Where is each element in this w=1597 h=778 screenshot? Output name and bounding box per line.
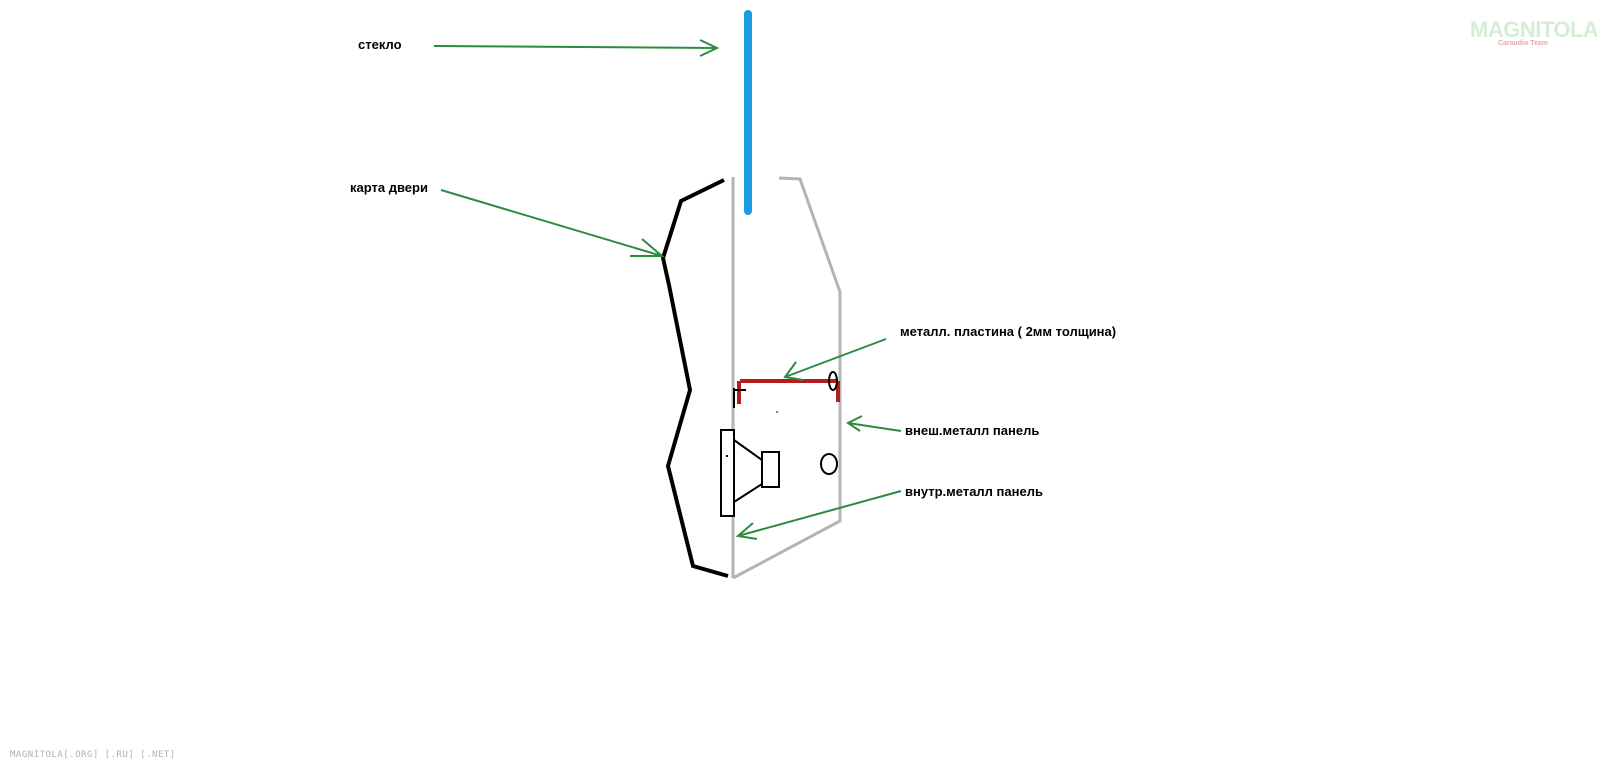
plate-fastener-oval bbox=[828, 371, 838, 391]
label-door-card: карта двери bbox=[350, 180, 428, 195]
arrow-metal-plate bbox=[783, 338, 887, 381]
label-glass: стекло bbox=[358, 37, 402, 52]
outer-metal-panel bbox=[732, 176, 842, 580]
small-dot bbox=[776, 411, 778, 413]
magnitola-logo: MAGNITOLA Caraudio Team bbox=[1470, 18, 1597, 50]
arrow-door-card bbox=[440, 189, 665, 257]
plate-fastener-mark bbox=[733, 388, 746, 408]
watermark-text: MAGNITOLA[.ORG] [.RU] [.NET] bbox=[10, 750, 176, 760]
logo-sub-text: Caraudio Team bbox=[1497, 40, 1548, 47]
door-card-outline bbox=[660, 178, 729, 578]
label-outer-panel: внеш.металл панель bbox=[905, 423, 1040, 438]
metal-plate bbox=[737, 379, 840, 404]
arrow-inner-panel bbox=[735, 490, 902, 540]
arrow-outer-panel bbox=[846, 415, 902, 432]
arrow-glass bbox=[433, 39, 720, 57]
panel-hole-circle bbox=[820, 453, 838, 475]
label-metal-plate: металл. пластина ( 2мм толщина) bbox=[900, 324, 1117, 339]
logo-main-text: MAGNITOLA bbox=[1470, 17, 1597, 42]
label-inner-panel: внутр.металл панель bbox=[905, 484, 1043, 499]
speaker-icon bbox=[720, 429, 780, 517]
